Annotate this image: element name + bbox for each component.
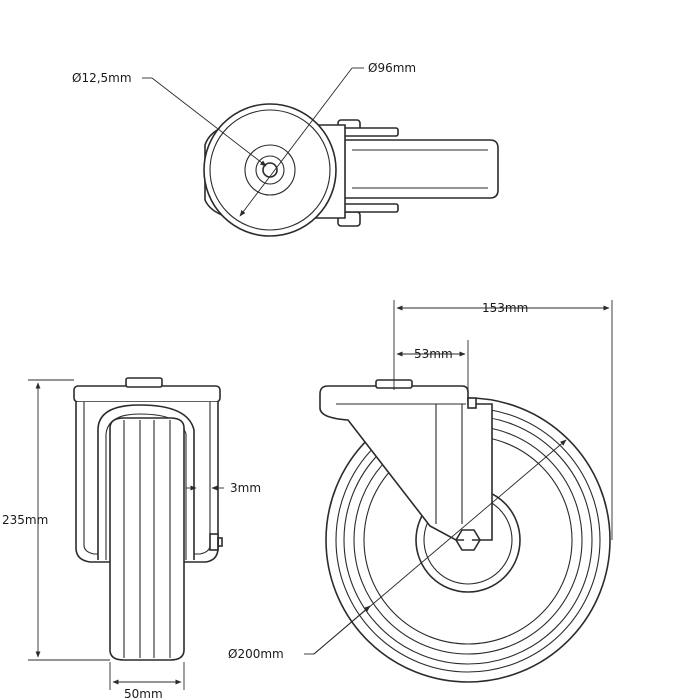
clearance-label: 3mm bbox=[230, 481, 261, 495]
side-view: 153mm 53mm Ø200mm bbox=[228, 300, 613, 683]
swivel-plate-outer bbox=[203, 103, 337, 237]
height-label: 235mm bbox=[2, 513, 48, 527]
top-view: Ø12,5mm Ø96mm bbox=[72, 61, 499, 237]
wheel-diameter-label: Ø200mm bbox=[228, 647, 284, 661]
wheel-width-label: 50mm bbox=[124, 687, 163, 700]
top-view-arm bbox=[330, 139, 499, 199]
swivel-offset-label: 53mm bbox=[414, 347, 453, 361]
axle-nut-icon bbox=[455, 529, 481, 551]
wheel-front bbox=[109, 417, 185, 661]
front-view: 235mm 3mm 50mm bbox=[2, 377, 261, 700]
total-offset-label: 153mm bbox=[482, 301, 528, 315]
top-plate bbox=[73, 385, 221, 403]
axle-diameter-label: Ø12,5mm bbox=[72, 71, 132, 85]
bearing-diameter-label: Ø96mm bbox=[368, 61, 416, 75]
